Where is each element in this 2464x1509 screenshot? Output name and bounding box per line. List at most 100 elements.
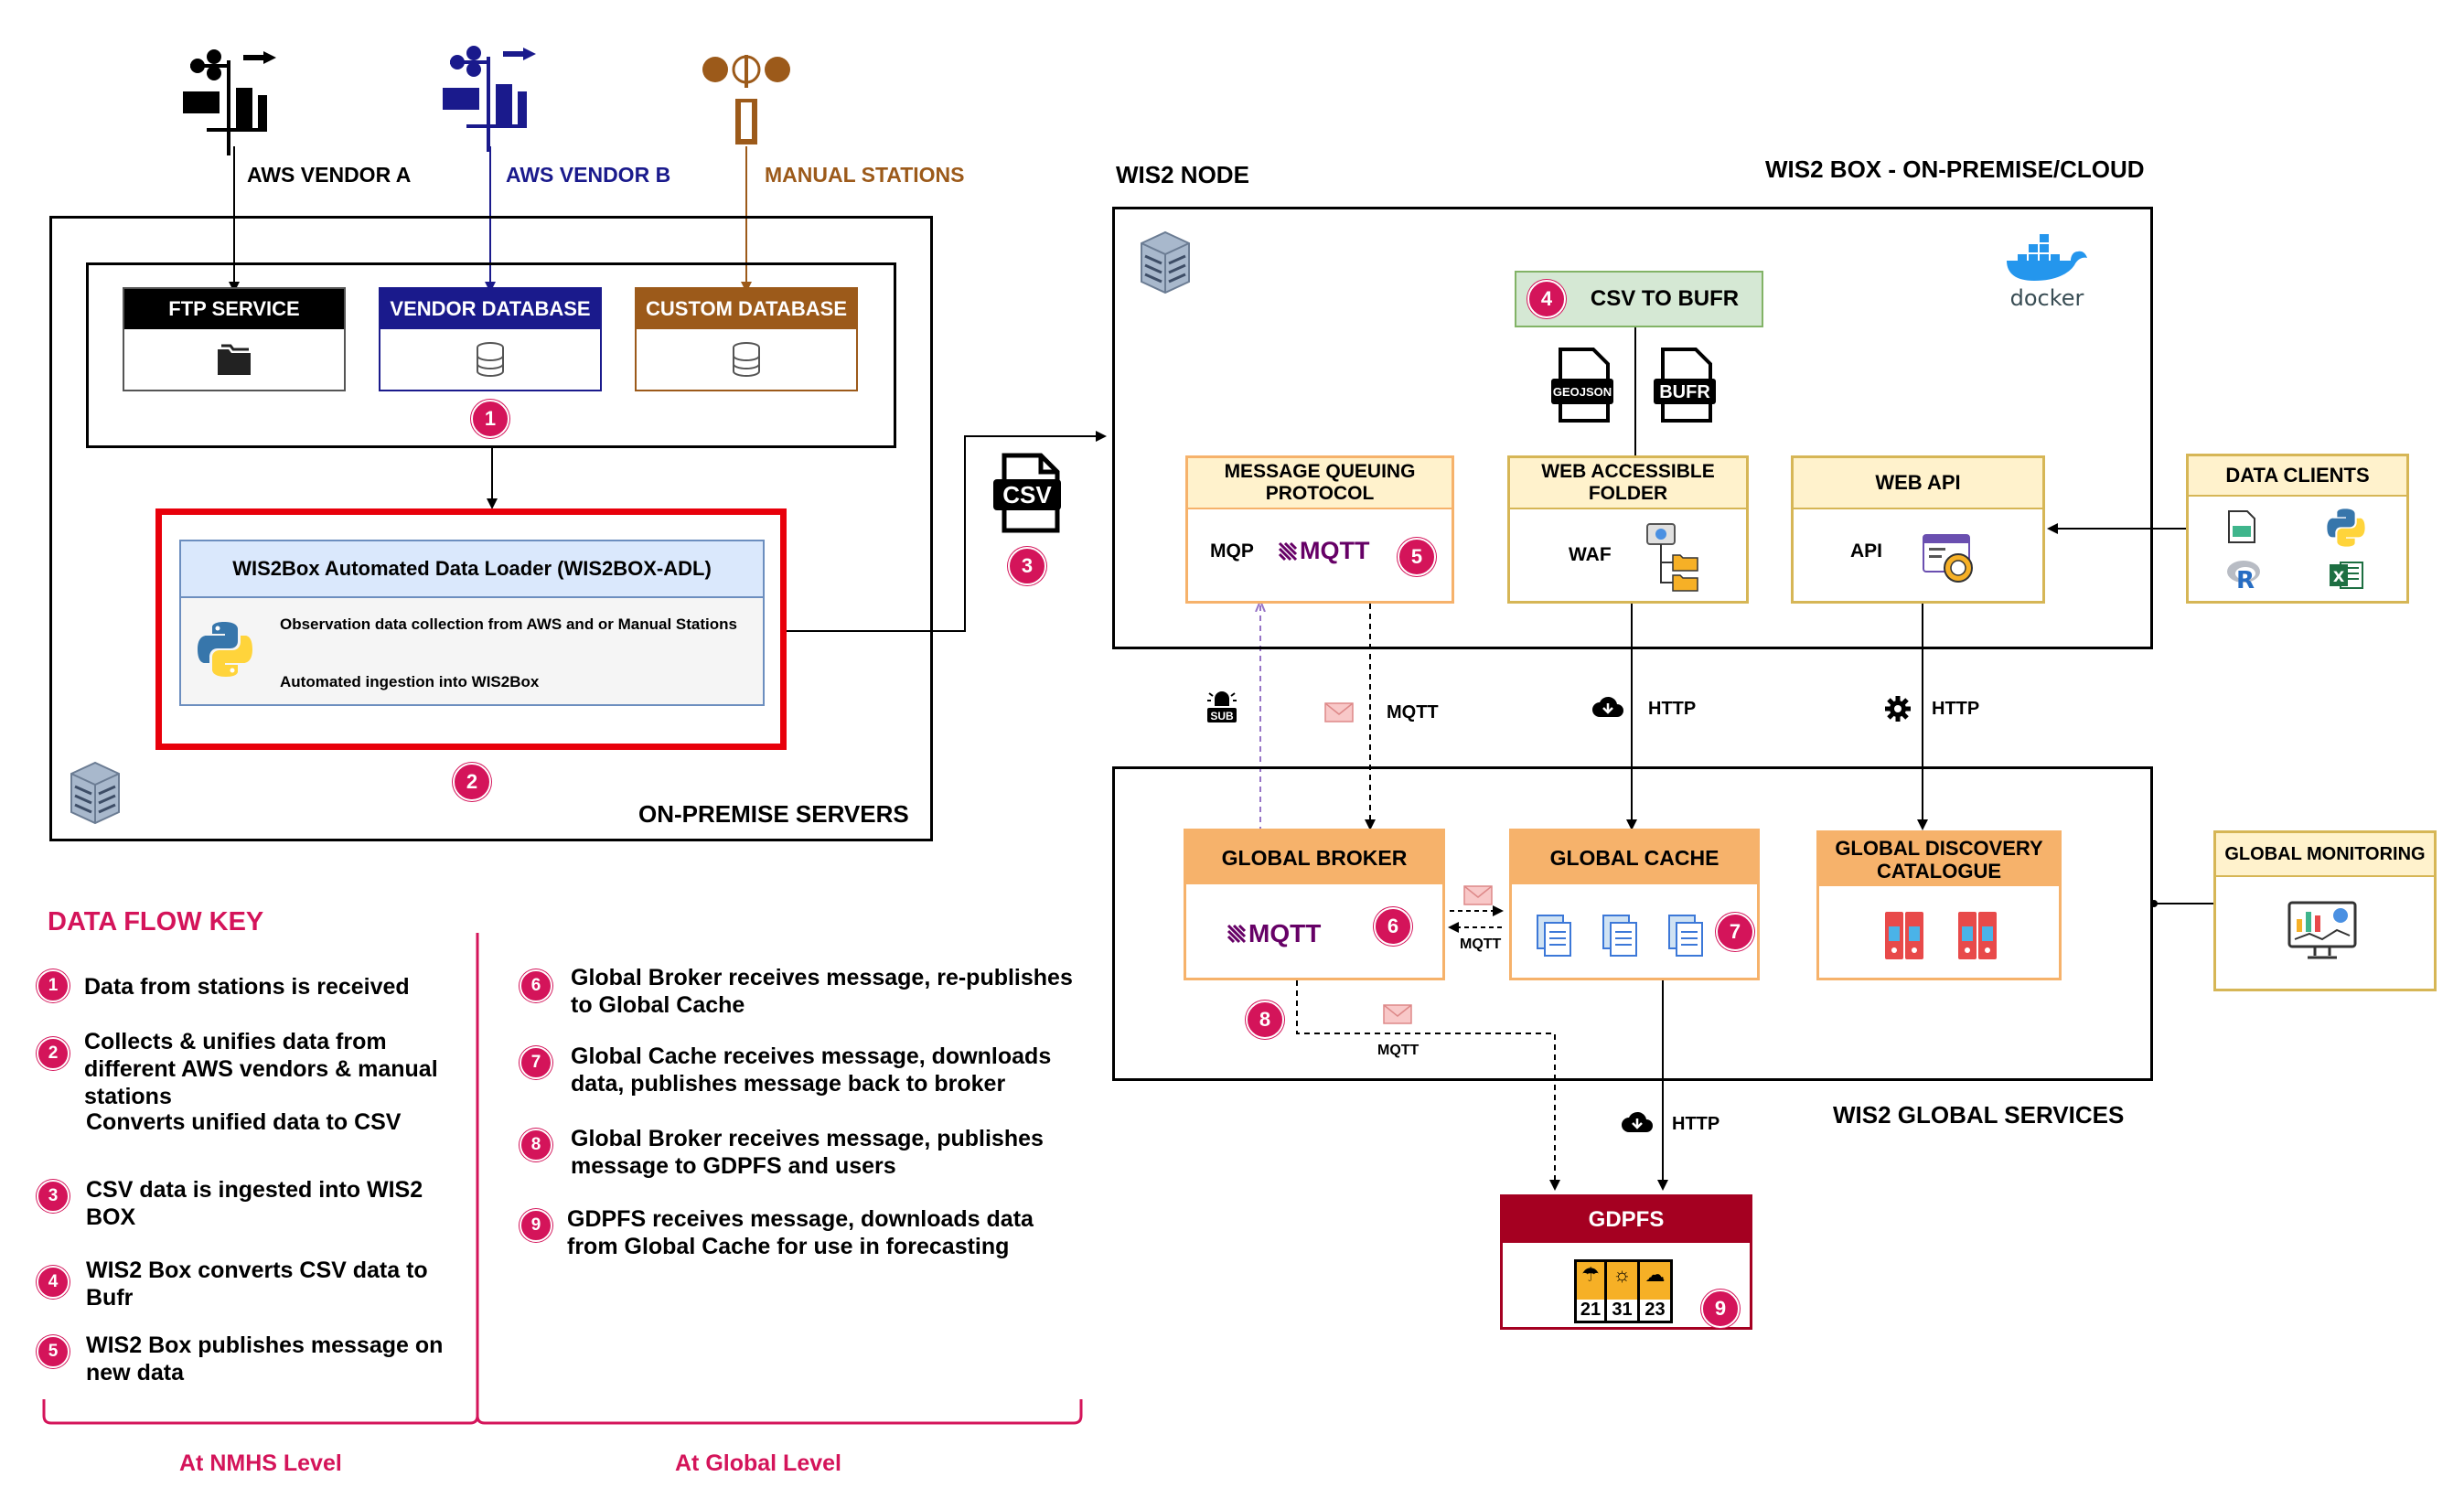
forecast-calendar-icon: ☂ 21 ☼ 31 ☁ 23 xyxy=(1574,1259,1673,1323)
api-gear-icon xyxy=(1922,533,1978,591)
weather-station-a-icon xyxy=(170,48,280,160)
step-6-badge: 6 xyxy=(1374,907,1412,946)
key-item-4: WIS2 Box converts CSV data to Bufr xyxy=(86,1258,428,1311)
message-queuing-box: MESSAGE QUEUING PROTOCOL MQP MQTT xyxy=(1185,455,1454,604)
svg-text:SUB: SUB xyxy=(1210,710,1234,722)
folder-tree-icon xyxy=(1645,522,1700,596)
global-broker-title: GLOBAL BROKER xyxy=(1186,831,1442,884)
mqtt-logo: MQTT xyxy=(1227,919,1321,948)
step-2-badge: 2 xyxy=(453,763,491,801)
manual-station-icon xyxy=(701,49,792,155)
key-item-6: Global Broker receives message, re-publi… xyxy=(571,965,1073,1018)
key-badge-3: 3 xyxy=(37,1180,70,1213)
wis2-node-box xyxy=(1112,207,2153,649)
vendor-database-box: VENDOR DATABASE xyxy=(379,287,602,391)
mqtt-exchange-label: MQTT xyxy=(1460,936,1502,952)
message-envelope-icon xyxy=(1383,1004,1412,1029)
weather-station-b-icon xyxy=(430,44,540,156)
document-icon xyxy=(1602,915,1637,957)
waf-label: WAF xyxy=(1569,544,1612,565)
python-icon xyxy=(2326,508,2366,552)
data-clients-box: DATA CLIENTS R X xyxy=(2186,454,2409,604)
svg-text:BUFR: BUFR xyxy=(1659,382,1710,402)
global-cache-title: GLOBAL CACHE xyxy=(1512,831,1757,884)
step-7-badge: 7 xyxy=(1716,913,1754,951)
ftp-service-box: FTP SERVICE xyxy=(123,287,346,391)
folders-icon xyxy=(216,344,252,381)
geojson-file-icon: GEOJSON xyxy=(1551,348,1613,427)
gear-icon xyxy=(1884,695,1912,727)
vendor-b-label: AWS VENDOR B xyxy=(506,163,671,187)
svg-text:CSV: CSV xyxy=(1002,481,1052,508)
waf-title: WEB ACCESSIBLE FOLDER xyxy=(1510,458,1746,509)
custom-database-box: CUSTOM DATABASE xyxy=(635,287,858,391)
global-services-box xyxy=(1112,766,2153,1081)
step-8-badge: 8 xyxy=(1246,1001,1284,1039)
cloud-download-icon xyxy=(1591,695,1624,725)
key-badge-4: 4 xyxy=(37,1266,70,1299)
step-4-badge: 4 xyxy=(1527,280,1566,318)
data-flow-key-title: DATA FLOW KEY xyxy=(48,907,264,936)
server-icon xyxy=(68,759,123,829)
gdpfs-box: GDPFS ☂ 21 ☼ 31 ☁ 23 xyxy=(1500,1194,1752,1330)
catalogue-binder-icon xyxy=(1883,910,1925,966)
global-services-label: WIS2 GLOBAL SERVICES xyxy=(1833,1101,2125,1129)
step-1-badge: 1 xyxy=(471,400,509,438)
bufr-file-icon: BUFR xyxy=(1654,348,1716,427)
global-broker-box: GLOBAL BROKER MQTT xyxy=(1184,829,1445,980)
step-3-badge: 3 xyxy=(1008,547,1046,585)
message-envelope-icon xyxy=(1463,885,1493,910)
monitoring-dashboard-icon xyxy=(2286,899,2359,968)
key-item-3: CSV data is ingested into WIS2 BOX xyxy=(86,1177,423,1230)
dataset-icon xyxy=(2225,509,2258,549)
step-5-badge: 5 xyxy=(1398,538,1436,576)
csv-to-bufr-label: CSV TO BUFR xyxy=(1590,286,1740,311)
forecast-day: ☁ 23 xyxy=(1640,1259,1673,1323)
global-discovery-title: GLOBAL DISCOVERY CATALOGUE xyxy=(1819,833,2059,886)
csv-file-icon: CSV xyxy=(991,452,1063,539)
key-badge-5: 5 xyxy=(37,1335,70,1368)
server-icon xyxy=(1138,229,1193,299)
http-connection-label: HTTP xyxy=(1932,699,1980,719)
cached-files xyxy=(1536,914,1706,958)
http-connection-label: HTTP xyxy=(1648,699,1697,719)
message-queuing-title: MESSAGE QUEUING PROTOCOL xyxy=(1188,458,1452,509)
key-item-5: WIS2 Box publishes message on new data xyxy=(86,1332,444,1386)
gdpfs-title: GDPFS xyxy=(1503,1197,1750,1243)
global-level-label: At Global Level xyxy=(675,1450,841,1476)
forecast-day: ☼ 31 xyxy=(1607,1259,1640,1323)
http-connection-label: HTTP xyxy=(1672,1114,1720,1134)
cloud-download-icon xyxy=(1621,1110,1654,1140)
r-language-icon: R xyxy=(2225,557,2262,596)
global-monitoring-box: GLOBAL MONITORING xyxy=(2213,830,2437,991)
key-badge-7: 7 xyxy=(520,1046,552,1079)
adl-description-1: Observation data collection from AWS and… xyxy=(280,615,737,633)
waf-box: WEB ACCESSIBLE FOLDER WAF xyxy=(1507,455,1749,604)
mqp-label: MQP xyxy=(1210,540,1254,562)
data-clients-title: DATA CLIENTS xyxy=(2189,456,2406,497)
message-envelope-icon xyxy=(1324,702,1354,727)
catalogue-binder-icon xyxy=(1956,910,1998,966)
wis2-box-title: WIS2 BOX - ON-PREMISE/CLOUD xyxy=(1765,155,2145,183)
vendor-a-label: AWS VENDOR A xyxy=(247,163,412,187)
key-item-2: Collects & unifies data from different A… xyxy=(84,1029,438,1109)
manual-stations-label: MANUAL STATIONS xyxy=(765,163,965,187)
key-badge-2: 2 xyxy=(37,1037,70,1070)
database-icon xyxy=(476,342,505,381)
mqtt-gdpfs-label: MQTT xyxy=(1377,1043,1419,1058)
key-badge-9: 9 xyxy=(520,1209,552,1242)
on-premise-servers-box xyxy=(49,216,933,841)
adl-panel: WIS2Box Automated Data Loader (WIS2BOX-A… xyxy=(179,540,765,706)
forecast-day: ☂ 21 xyxy=(1574,1259,1607,1323)
web-api-box: WEB API API xyxy=(1791,455,2045,604)
data-sources-box xyxy=(86,262,896,448)
nmhs-level-label: At NMHS Level xyxy=(179,1450,342,1476)
adl-description-2: Automated ingestion into WIS2Box xyxy=(280,673,540,690)
wis2-node-title: WIS2 NODE xyxy=(1116,161,1249,188)
svg-text:docker: docker xyxy=(2010,285,2084,311)
subscribe-icon: SUB xyxy=(1205,688,1238,729)
svg-text:R: R xyxy=(2236,567,2255,592)
key-badge-8: 8 xyxy=(520,1129,552,1161)
on-premise-servers-label: ON-PREMISE SERVERS xyxy=(638,800,909,828)
